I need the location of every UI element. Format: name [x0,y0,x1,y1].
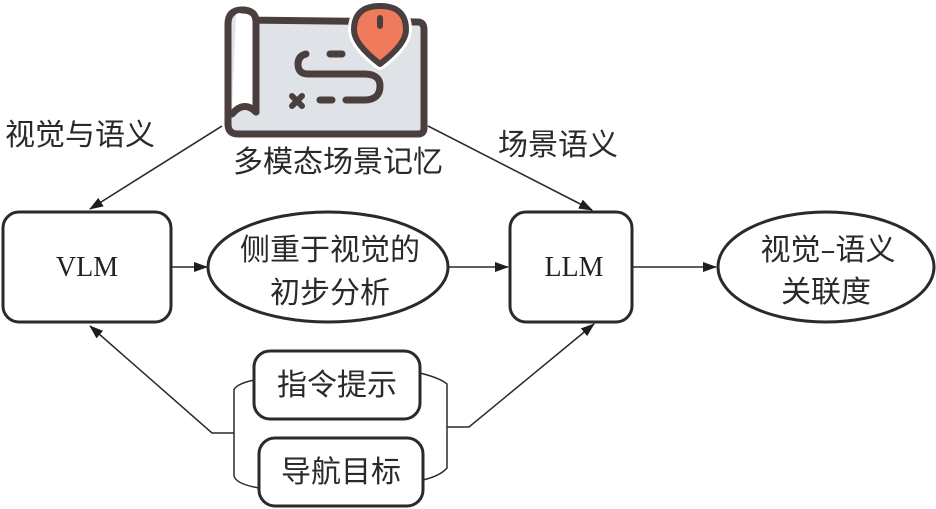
right-bracket [419,372,448,481]
llm-node: LLM [508,210,634,324]
target-label: 导航目标 [281,455,401,490]
edge-memory-to-vlm [89,125,223,210]
instruction-node: 指令提示 [252,349,422,421]
result-node: 视觉–语义 关联度 [716,210,936,324]
edge-label-scene-semantic: 场景语义 [498,128,618,163]
edge-label-visual-semantic: 视觉与语义 [5,118,155,153]
analysis-label-line1: 侧重于视觉的 [240,233,420,268]
memory-label: 多模态场景记忆 [233,145,443,180]
target-node: 导航目标 [257,436,425,508]
edge-inputs-to-vlm [89,325,234,434]
vlm-node: VLM [1,210,173,324]
instruction-label: 指令提示 [277,368,397,403]
analysis-label-line2: 初步分析 [270,276,390,311]
vlm-label: VLM [56,252,118,283]
edge-memory-to-llm [427,125,593,211]
llm-label: LLM [544,252,603,283]
edge-inputs-to-llm [447,323,595,428]
treasure-map-icon [224,0,428,138]
analysis-node: 侧重于视觉的 初步分析 [206,210,450,324]
result-label-line2: 关联度 [781,275,871,310]
result-label-line1: 视觉–语义 [761,233,896,268]
